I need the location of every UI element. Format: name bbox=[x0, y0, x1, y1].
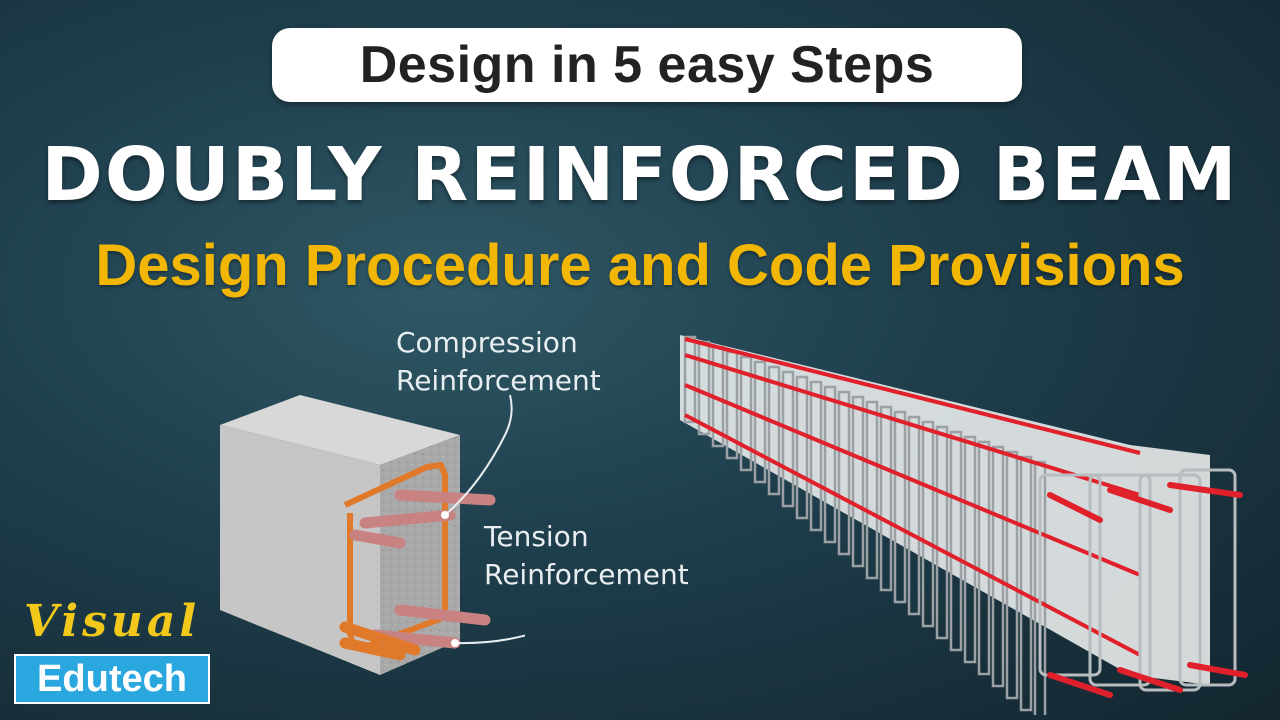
stirrup bbox=[921, 420, 935, 628]
logo-bottom-text: Edutech bbox=[37, 657, 187, 700]
stirrup bbox=[949, 430, 963, 652]
stirrup bbox=[1005, 450, 1019, 700]
longitudinal-bar bbox=[684, 353, 1141, 497]
compression-label-line1: Compression bbox=[396, 326, 578, 359]
stirrup bbox=[795, 375, 809, 520]
stirrup bbox=[851, 395, 865, 568]
stirrup bbox=[1019, 455, 1033, 712]
stirrup bbox=[893, 410, 907, 604]
logo-top-text: Visual bbox=[24, 596, 201, 647]
beam-section-illustration bbox=[220, 395, 525, 675]
stirrup bbox=[753, 360, 767, 484]
stirrup bbox=[865, 400, 879, 580]
stirrup bbox=[991, 445, 1005, 688]
stirrup bbox=[907, 415, 921, 616]
stirrup bbox=[935, 425, 949, 640]
reinforced-beam-3d-illustration bbox=[680, 335, 1248, 715]
steps-banner-text: Design in 5 easy Steps bbox=[359, 36, 935, 94]
subtitle: Design Procedure and Code Provisions bbox=[95, 233, 1185, 298]
stirrup bbox=[767, 365, 781, 496]
main-title: DOUBLY REINFORCED BEAM bbox=[41, 132, 1239, 218]
stirrup bbox=[879, 405, 893, 592]
stirrup bbox=[781, 370, 795, 508]
longitudinal-bar bbox=[684, 413, 1141, 657]
compression-label: Compression Reinforcement bbox=[396, 324, 601, 400]
stirrup bbox=[1033, 460, 1047, 715]
logo-bottom-box: Edutech bbox=[14, 654, 210, 704]
stirrup bbox=[683, 335, 697, 424]
stirrup bbox=[823, 385, 837, 544]
steps-banner: Design in 5 easy Steps bbox=[272, 28, 1022, 102]
visual-edutech-logo: Visual Edutech bbox=[14, 596, 210, 708]
longitudinal-bar bbox=[684, 337, 1141, 455]
tension-label-line2: Reinforcement bbox=[484, 558, 689, 591]
stirrup bbox=[837, 390, 851, 556]
compression-label-line2: Reinforcement bbox=[396, 364, 601, 397]
stirrup bbox=[809, 380, 823, 532]
stirrup bbox=[963, 435, 977, 664]
longitudinal-bar bbox=[684, 383, 1141, 577]
stirrup bbox=[977, 440, 991, 676]
tension-label: Tension Reinforcement bbox=[484, 518, 689, 594]
tension-label-line1: Tension bbox=[484, 520, 589, 553]
